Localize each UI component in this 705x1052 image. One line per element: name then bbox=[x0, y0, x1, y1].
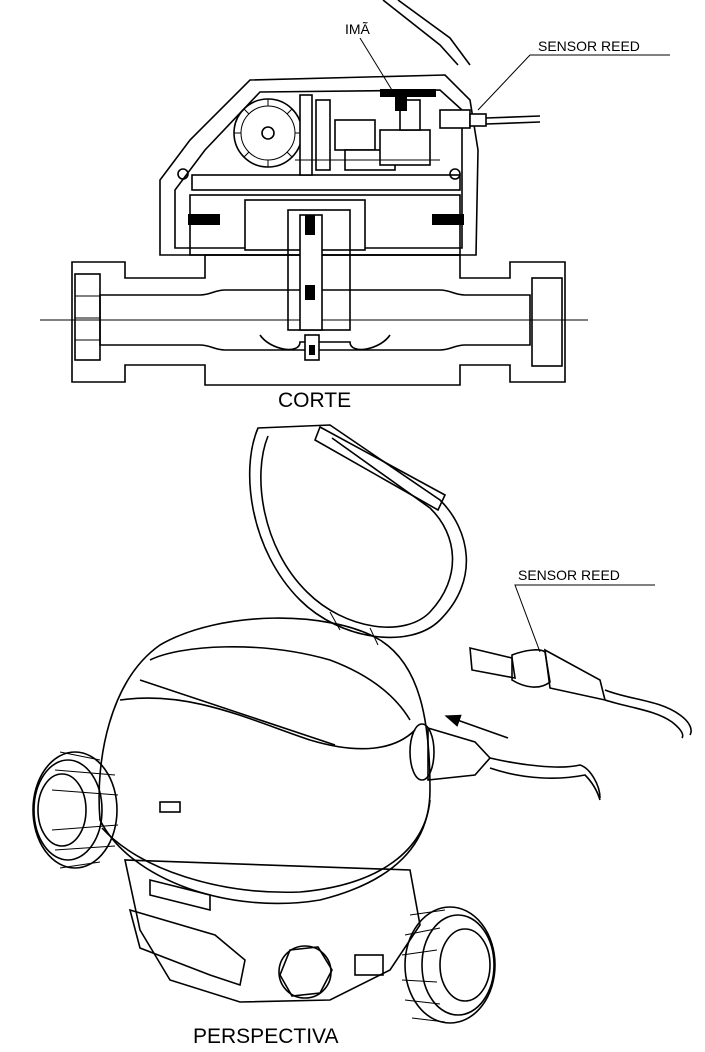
gasket-right bbox=[432, 214, 464, 225]
sensor-reed-leader bbox=[477, 54, 670, 111]
turbine-shaft bbox=[259, 209, 391, 361]
sensor-port bbox=[409, 723, 601, 801]
dome-band bbox=[101, 799, 431, 894]
perspective-view: SENSOR REED PERSPECTIVA bbox=[32, 424, 692, 1048]
base-lug-top bbox=[149, 878, 211, 912]
ima-leader bbox=[359, 37, 396, 96]
register-dome bbox=[98, 617, 431, 905]
sensor-reed-label-section: SENSOR REED bbox=[538, 38, 640, 54]
reed-sensor-section bbox=[439, 109, 541, 129]
gasket-left bbox=[188, 214, 220, 225]
reed-sensor-perspective bbox=[469, 646, 692, 739]
outlet-socket bbox=[531, 277, 563, 367]
magnet bbox=[380, 89, 436, 111]
dome-latch bbox=[159, 801, 181, 813]
section-caption: CORTE bbox=[278, 389, 351, 412]
insertion-arrow bbox=[444, 714, 509, 739]
seal-tab bbox=[354, 954, 384, 976]
dome-window-edge bbox=[119, 697, 416, 750]
pipe-body bbox=[71, 254, 566, 386]
meter-lid bbox=[248, 424, 468, 646]
inlet-thread bbox=[32, 751, 119, 869]
inlet-rib bbox=[74, 273, 101, 361]
lid-hinge-arm bbox=[382, 0, 471, 66]
sensor-reed-label-perspective: SENSOR REED bbox=[518, 567, 620, 583]
ima-label: IMÃ bbox=[345, 21, 371, 37]
register-housing bbox=[191, 174, 461, 191]
section-view: IMÃ SENSOR REED CORTE bbox=[40, 0, 670, 412]
drain-nut bbox=[278, 945, 333, 999]
meter-base bbox=[124, 859, 421, 1003]
meter-casing bbox=[159, 74, 479, 256]
sensor-reed-leader-perspective bbox=[514, 584, 655, 653]
base-lug-left bbox=[128, 908, 246, 987]
perspective-caption: PERSPECTIVA bbox=[193, 1025, 338, 1048]
outlet-thread bbox=[401, 906, 496, 1024]
